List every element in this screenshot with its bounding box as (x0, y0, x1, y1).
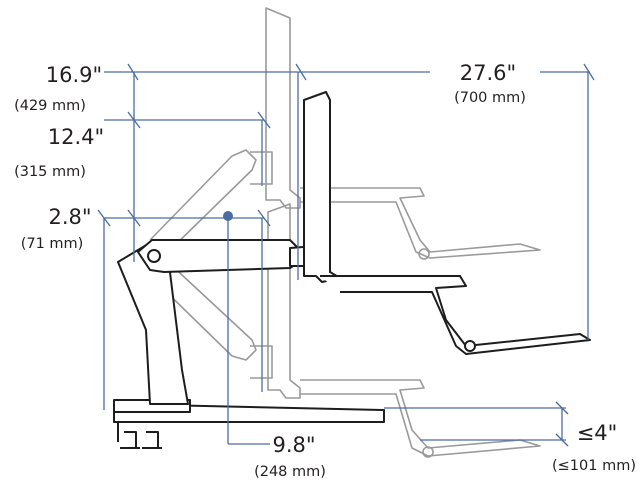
reach-max-value: 27.6" (460, 61, 516, 85)
ghost-positions (149, 7, 541, 458)
height-mid-tick-left (127, 111, 141, 129)
tray-backplate (303, 91, 341, 283)
ghost-upper-plate (265, 7, 301, 209)
tilt-drop-metric: (≤101 mm) (552, 458, 636, 474)
height-min-tick-right (257, 209, 271, 227)
height-mid-metric: (315 mm) (14, 164, 86, 180)
ghost-lower-bracket (250, 345, 273, 379)
ghost-upper-arm (149, 149, 257, 253)
ghost-lower-tray (300, 379, 541, 457)
product-outline (113, 91, 591, 449)
height-min-value: 2.8" (48, 205, 91, 229)
pole-offset-value: 9.8" (272, 433, 315, 457)
reach-tick-left (127, 63, 139, 81)
height-max-metric: (429 mm) (14, 98, 86, 114)
ghost-upper-tray (300, 187, 541, 259)
dimension-labels: 16.9" (429 mm) 12.4" (315 mm) 2.8" (71 m… (14, 61, 636, 480)
height-min-metric: (71 mm) (21, 236, 84, 252)
keyboard-tray (320, 275, 591, 355)
ghost-lower-arm (149, 261, 257, 361)
ghost-upper-bracket (250, 151, 273, 185)
ghost-lower-knob (422, 446, 434, 458)
tilt-tick-bottom (555, 433, 569, 447)
tilt-drop-value: ≤4" (577, 421, 618, 445)
ghost-upper-knob (418, 248, 430, 260)
reach-max-metric: (700 mm) (454, 90, 526, 106)
height-mid-tick-right (257, 111, 271, 129)
height-max-value: 16.9" (46, 63, 102, 87)
height-mid-value: 12.4" (48, 125, 104, 149)
tilt-tick-top (555, 401, 569, 415)
dimension-lines (97, 63, 595, 447)
tray-knob (464, 340, 476, 352)
desk-clamp-foot (117, 422, 162, 449)
reach-tick-right (583, 63, 595, 81)
pole-offset-metric: (248 mm) (254, 464, 326, 480)
height-min-tick-mid (127, 209, 141, 227)
arm-pivot (147, 249, 161, 263)
main-arm (137, 239, 301, 273)
reach-tick-mid (295, 63, 307, 81)
